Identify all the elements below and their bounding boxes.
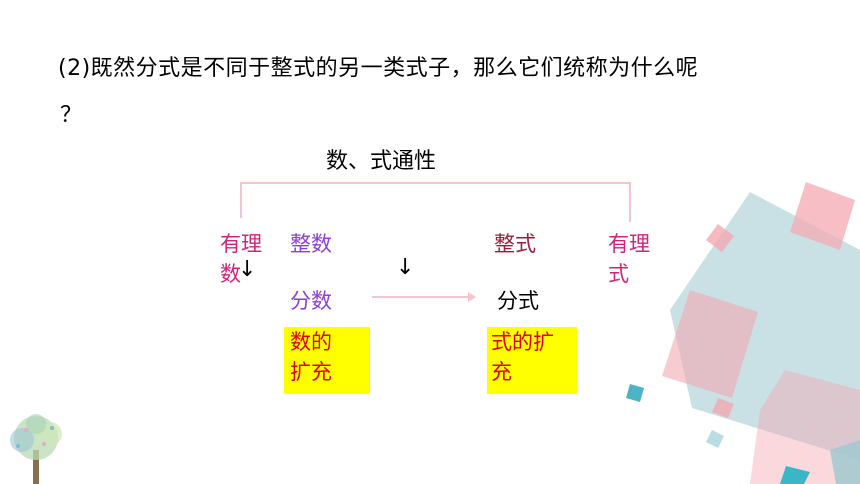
label-expression-extension-line2: 充 — [491, 360, 512, 384]
label-rational-expression-line2: 式 — [608, 262, 629, 286]
label-number-extension-line1: 数的 — [290, 330, 332, 354]
label-fractional-expression: 分式 — [497, 289, 539, 313]
diagram-heading: 数、式通性 — [326, 149, 437, 174]
question-line-1: (2)既然分式是不同于整式的另一类式子，那么它们统称为什么呢 — [58, 56, 699, 81]
label-expression-extension: 式的扩 充 — [487, 327, 577, 394]
deco-teal-bottom-right — [830, 440, 860, 484]
label-rational-expression-line1: 有理 — [608, 232, 650, 256]
label-expression-extension-line1: 式的扩 — [491, 330, 554, 354]
deco-teal-tiny — [706, 430, 724, 448]
horizontal-arrow-head — [468, 292, 476, 302]
deco-pink-large-square — [662, 290, 758, 398]
down-arrow-left: ↓ — [238, 257, 257, 282]
down-arrow-middle: ↓ — [396, 255, 415, 280]
deco-teal-small — [626, 384, 644, 402]
label-rational-expression: 有理 式 — [608, 229, 650, 289]
label-rational-number-line1: 有理 — [220, 232, 262, 256]
deco-pink-tiny — [712, 398, 734, 418]
decorative-shapes — [626, 182, 860, 484]
question-line-2: ？ — [60, 103, 83, 128]
label-fraction-number: 分数 — [290, 289, 332, 313]
deco-pink-top-right — [790, 182, 855, 250]
label-polynomial: 整式 — [494, 232, 536, 256]
top-bracket — [240, 182, 631, 222]
deco-pink-small — [706, 224, 734, 252]
label-rational-number: 有理 数 — [220, 229, 262, 289]
tree-icon — [10, 414, 62, 484]
label-integer: 整数 — [290, 232, 332, 256]
label-number-extension: 数的 扩充 — [284, 327, 370, 394]
label-rational-number-line2: 数 — [220, 262, 241, 286]
deco-teal-bottom — [780, 466, 810, 484]
label-number-extension-line2: 扩充 — [290, 360, 332, 384]
